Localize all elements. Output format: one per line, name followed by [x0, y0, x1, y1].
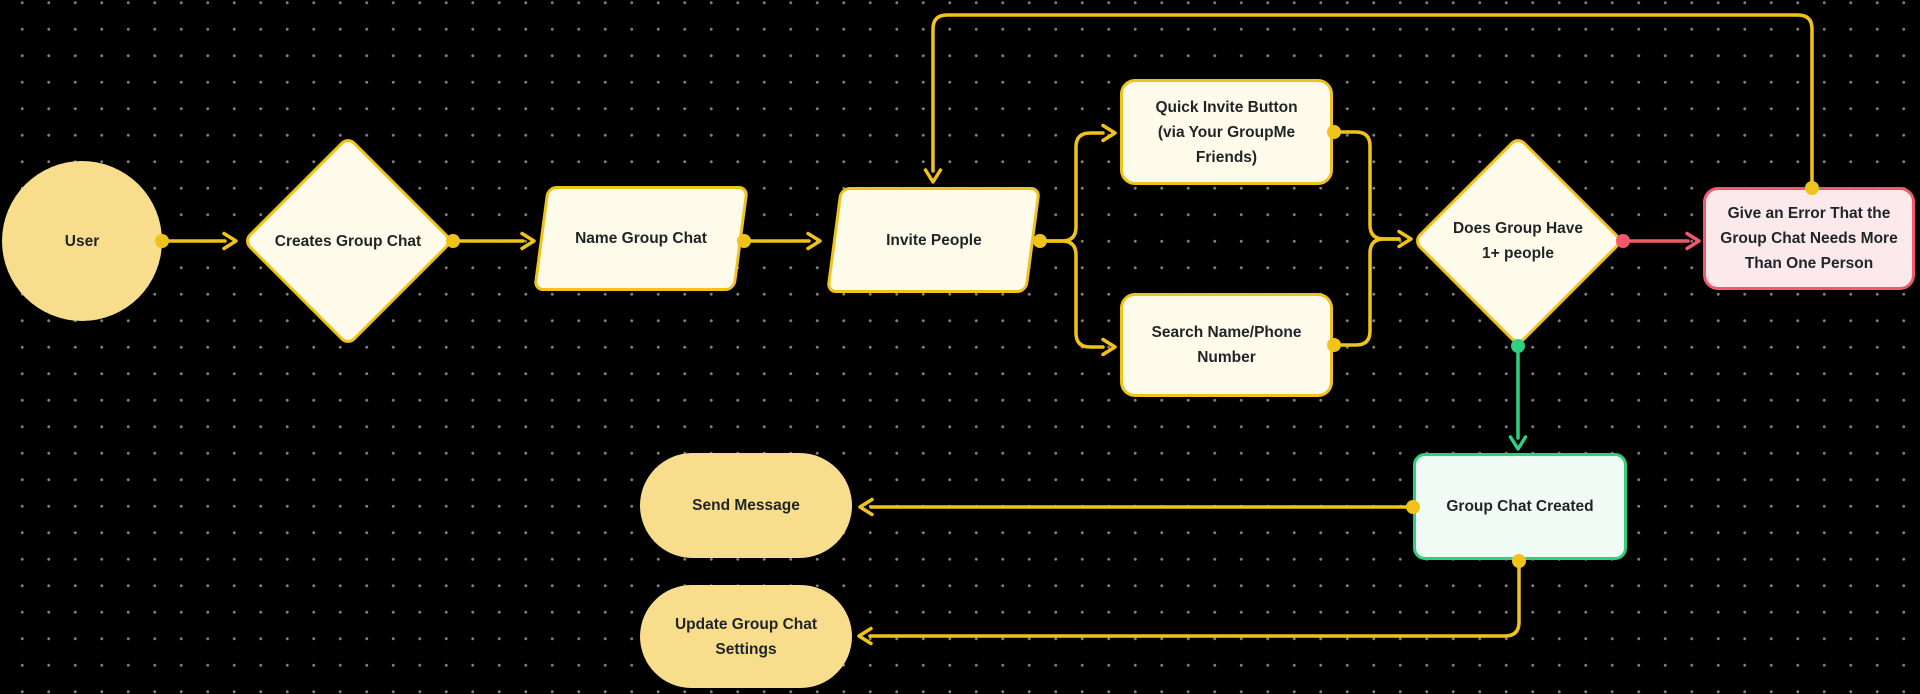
edge-does-group-have-to-error[interactable]: [1616, 231, 1701, 251]
node-name-group-chat-label: Name Group Chat: [575, 230, 707, 247]
edge-user-to-creates-group-chat[interactable]: [155, 231, 238, 251]
node-quick-invite[interactable]: Quick Invite Button (via Your GroupMe Fr…: [1120, 79, 1333, 185]
node-does-group-have-label: Does Group Have 1+ people: [1452, 220, 1584, 262]
node-send-message-label: Send Message: [692, 497, 800, 514]
edge-group-chat-created-to-update-settings[interactable]: [857, 554, 1526, 646]
node-send-message[interactable]: Send Message: [640, 453, 852, 558]
node-error-needs-more-label: Give an Error That the Group Chat Needs …: [1720, 205, 1898, 272]
edge-name-group-chat-to-invite-people[interactable]: [737, 231, 822, 251]
node-user-label: User: [64, 232, 100, 250]
node-invite-people[interactable]: Invite People: [826, 187, 1041, 293]
node-creates-group-chat-label: Creates Group Chat: [274, 232, 422, 250]
node-quick-invite-label: Quick Invite Button (via Your GroupMe Fr…: [1155, 98, 1298, 166]
edge-search-name-phone-to-does-group-have[interactable]: [1327, 229, 1413, 353]
edge-invite-people-to-quick-invite[interactable]: [1045, 123, 1117, 243]
edge-error-loop-to-invite-people[interactable]: [923, 13, 1820, 195]
node-error-needs-more[interactable]: Give an Error That the Group Chat Needs …: [1703, 187, 1915, 290]
node-name-group-chat[interactable]: Name Group Chat: [533, 186, 749, 291]
node-does-group-have[interactable]: Does Group Have 1+ people: [1411, 134, 1625, 348]
edge-group-chat-created-to-send-message[interactable]: [858, 497, 1420, 517]
node-invite-people-label: Invite People: [885, 231, 982, 249]
node-update-settings-label: Update Group Chat Settings: [674, 615, 818, 658]
node-user[interactable]: User: [2, 161, 162, 321]
node-update-settings[interactable]: Update Group Chat Settings: [640, 585, 852, 688]
edge-creates-group-chat-to-name-group-chat[interactable]: [446, 231, 536, 251]
edge-quick-invite-to-does-group-have[interactable]: [1327, 125, 1401, 241]
edge-invite-people-to-search-name-phone[interactable]: [1033, 234, 1117, 357]
node-creates-group-chat[interactable]: Creates Group Chat: [241, 134, 455, 348]
edge-does-group-have-to-group-chat-created[interactable]: [1508, 339, 1528, 451]
node-search-name-phone-label: Search Name/Phone Number: [1151, 324, 1302, 366]
node-group-chat-created-label: Group Chat Created: [1446, 498, 1594, 515]
node-group-chat-created[interactable]: Group Chat Created: [1413, 453, 1627, 560]
node-search-name-phone[interactable]: Search Name/Phone Number: [1120, 293, 1333, 397]
